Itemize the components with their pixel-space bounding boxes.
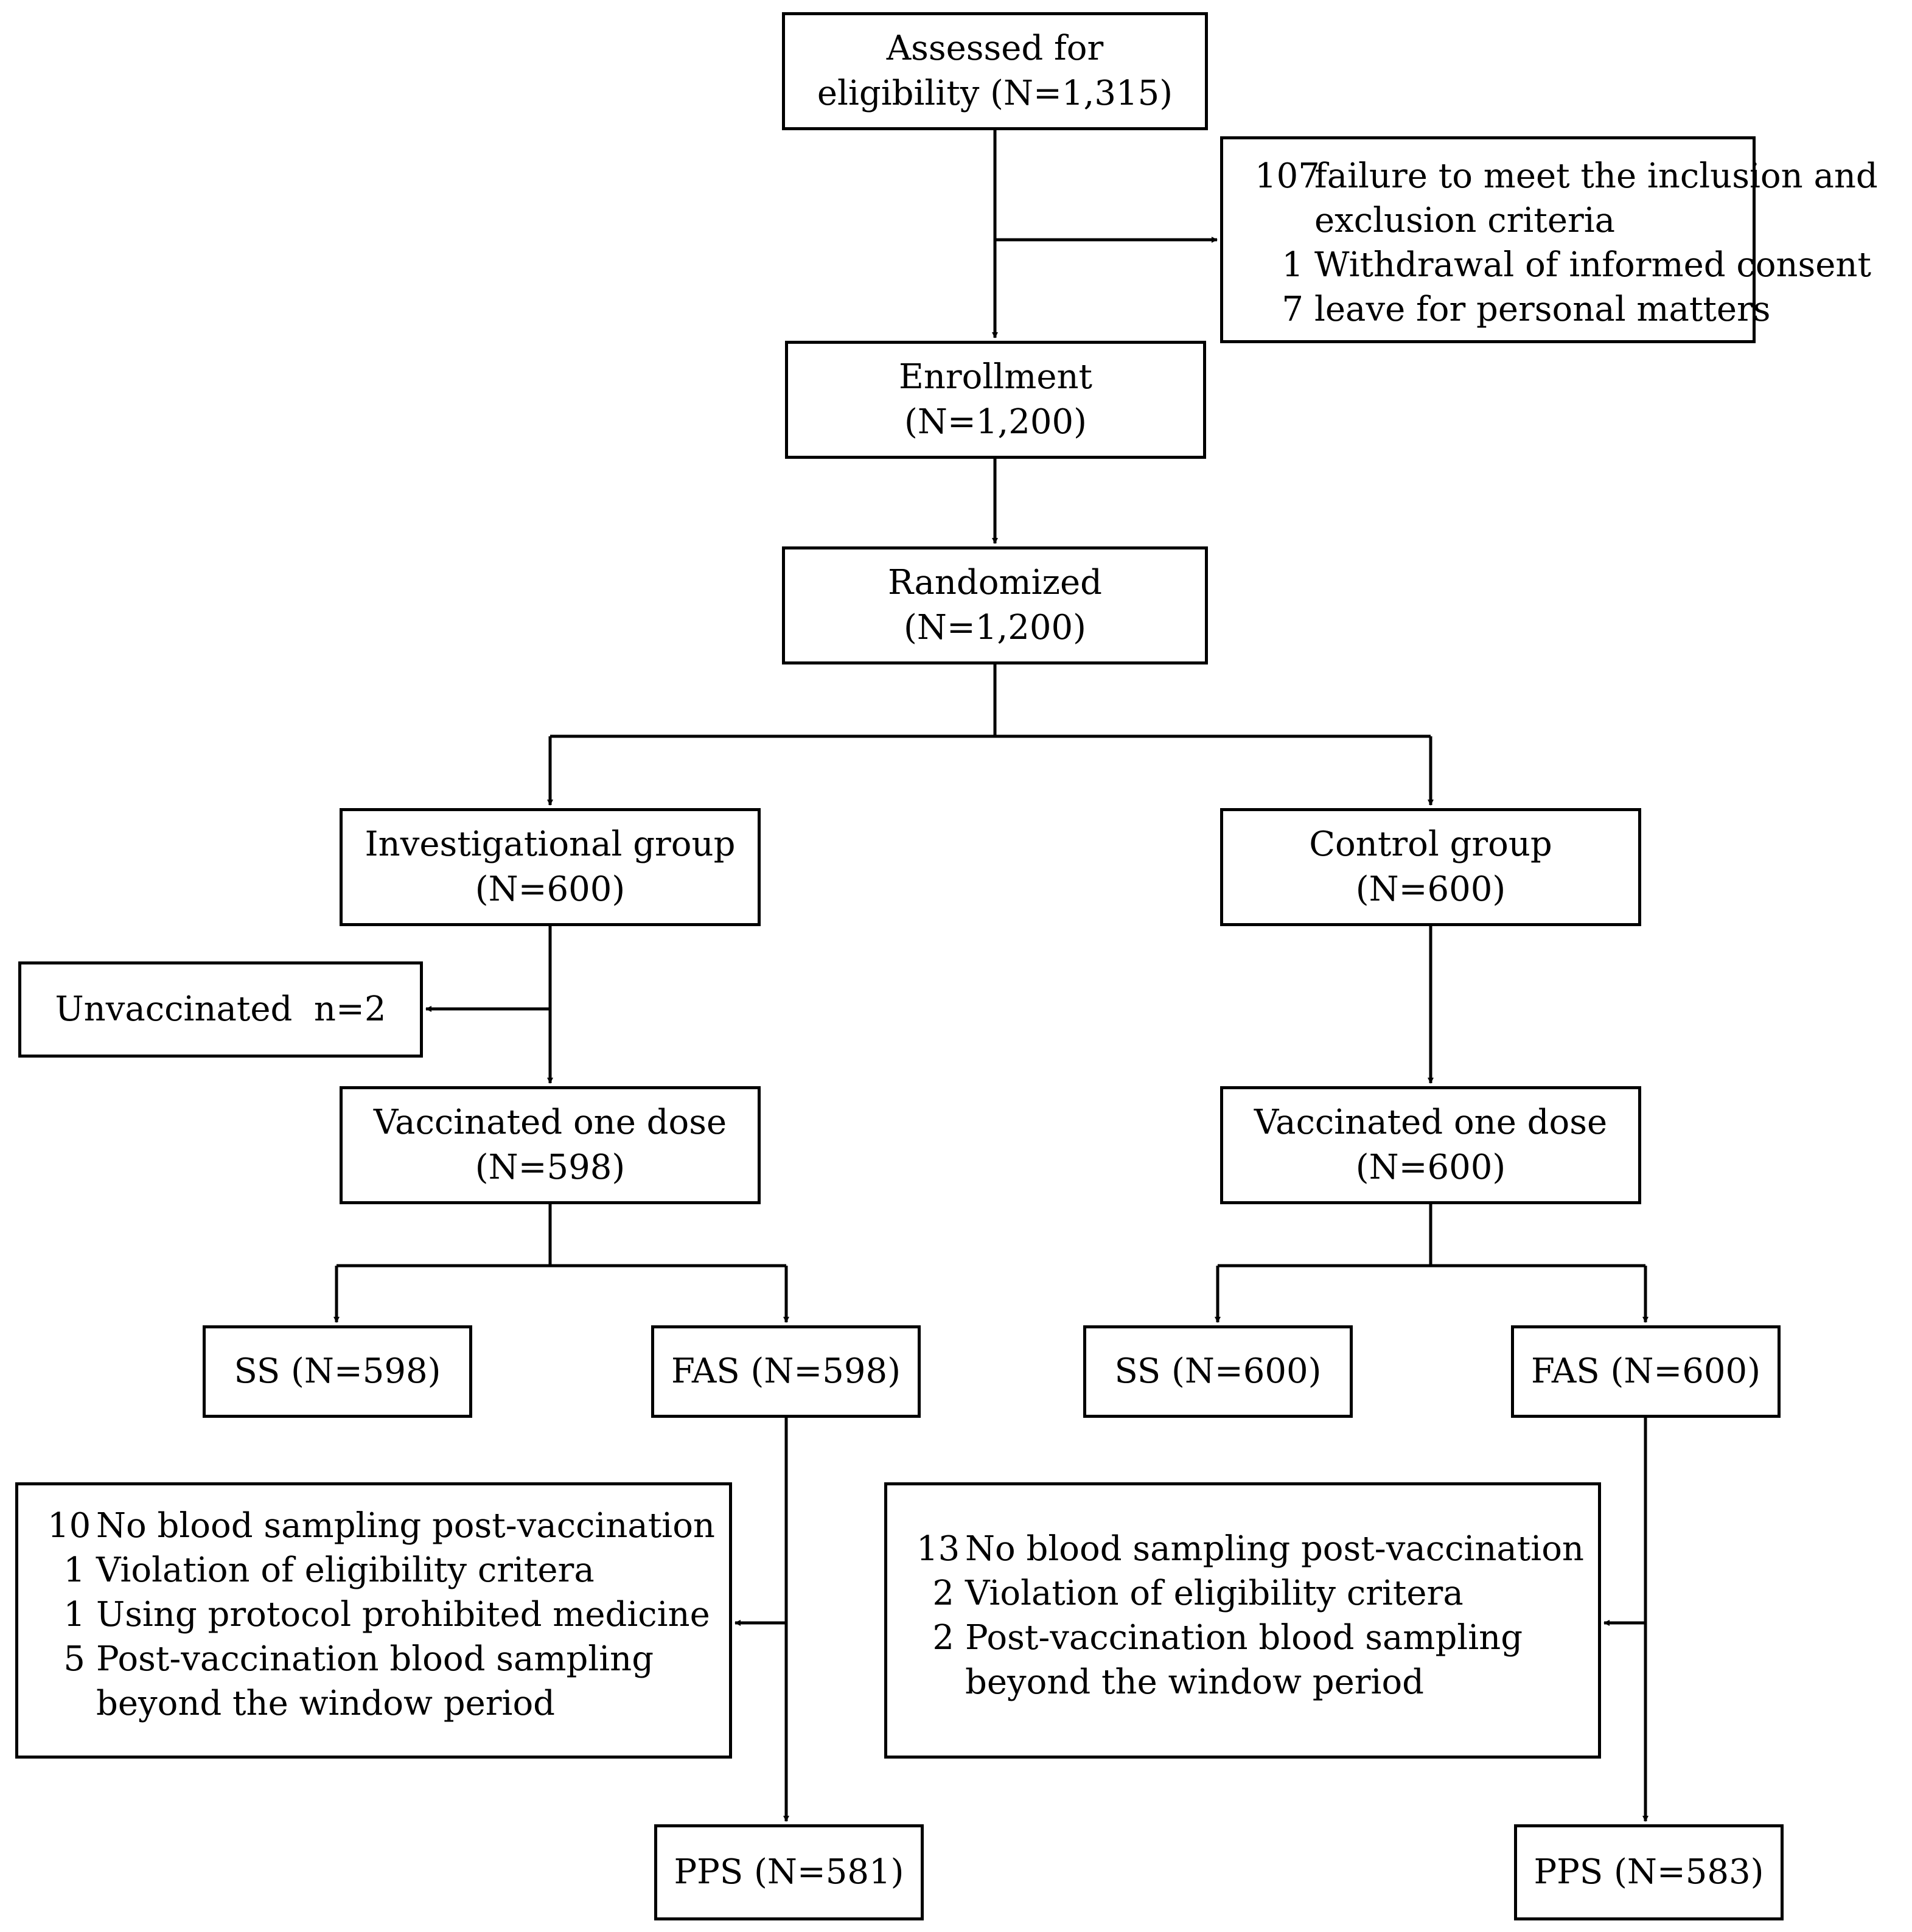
control-exclusion-box: 13 No blood sampling post-vaccination 2 … [884, 1482, 1601, 1759]
exclusion-reason: Post-vaccination blood sampling [96, 1639, 654, 1679]
randomized-line2: (N=1,200) [904, 608, 1086, 647]
screening-exclusion-row: 1 Withdrawal of informed consent [1255, 243, 1871, 287]
exclusion-count [1255, 198, 1303, 243]
exclusion-count: 7 [1282, 290, 1303, 329]
exclusion-count: 1 [63, 1595, 85, 1634]
inv-exclusion-row: 1 Violation of eligibility critera [47, 1548, 729, 1592]
inv-exclusion-row: beyond the window period [47, 1681, 729, 1726]
exclusion-reason: exclusion criteria [1314, 201, 1616, 240]
ctrl-exclusion-row: beyond the window period [916, 1660, 1598, 1704]
ctrl-exclusion-row: 13 No blood sampling post-vaccination [916, 1527, 1598, 1571]
exclusion-count: 5 [63, 1639, 85, 1679]
exclusion-reason: beyond the window period [965, 1662, 1425, 1702]
vaccinated-investigational-box: Vaccinated one dose (N=598) [340, 1086, 761, 1204]
exclusion-count: 2 [932, 1618, 954, 1658]
screening-exclusion-box: 107 failure to meet the inclusion and ex… [1220, 136, 1878, 343]
exclusion-reason: Post-vaccination blood sampling [965, 1618, 1523, 1658]
vacc-inv-line1: Vaccinated one dose [373, 1103, 727, 1142]
investigational-line2: (N=600) [475, 870, 626, 909]
inv-exclusion-row: 10 No blood sampling post-vaccination [47, 1504, 729, 1548]
exclusion-reason: No blood sampling post-vaccination [96, 1506, 715, 1546]
exclusion-reason: No blood sampling post-vaccination [965, 1529, 1584, 1569]
inv-exclusion-row: 5 Post-vaccination blood sampling [47, 1637, 729, 1681]
exclusion-count: 1 [63, 1550, 85, 1590]
exclusion-count [47, 1681, 85, 1726]
screening-exclusion-row: exclusion criteria [1255, 198, 1753, 243]
pps-inv-text: PPS (N=581) [674, 1852, 904, 1892]
exclusion-count: 1 [1282, 245, 1303, 285]
vaccinated-control-box: Vaccinated one dose (N=600) [1220, 1086, 1641, 1204]
ss-control-box: SS (N=600) [1083, 1325, 1353, 1418]
investigational-exclusion-box: 10 No blood sampling post-vaccination 1 … [15, 1482, 732, 1759]
exclusion-reason: Violation of eligibility critera [965, 1574, 1464, 1613]
exclusion-count: 2 [932, 1574, 954, 1613]
exclusion-reason: Using protocol prohibited medicine [96, 1595, 710, 1634]
ctrl-exclusion-row: 2 Post-vaccination blood sampling [916, 1616, 1598, 1660]
pps-ctrl-text: PPS (N=583) [1533, 1852, 1764, 1892]
screening-exclusion-row: 7 leave for personal matters [1255, 287, 1770, 332]
control-group-box: Control group (N=600) [1220, 808, 1641, 926]
ctrl-exclusion-row: 2 Violation of eligibility critera [916, 1571, 1598, 1616]
enrollment-line2: (N=1,200) [904, 402, 1087, 442]
pps-investigational-box: PPS (N=581) [654, 1824, 924, 1920]
fas-ctrl-text: FAS (N=600) [1530, 1351, 1761, 1391]
enrollment-box: Enrollment (N=1,200) [785, 341, 1206, 459]
control-line1: Control group [1309, 825, 1552, 864]
vacc-inv-line2: (N=598) [475, 1148, 626, 1187]
vacc-ctrl-line2: (N=600) [1355, 1148, 1506, 1187]
enrollment-line1: Enrollment [898, 357, 1093, 397]
inv-exclusion-row: 1 Using protocol prohibited medicine [47, 1592, 729, 1637]
fas-inv-text: FAS (N=598) [671, 1351, 901, 1391]
exclusion-count: 10 [47, 1506, 91, 1546]
investigational-line1: Investigational group [365, 825, 736, 864]
exclusion-reason: Violation of eligibility critera [96, 1550, 595, 1590]
pps-control-box: PPS (N=583) [1514, 1824, 1784, 1920]
investigational-group-box: Investigational group (N=600) [340, 808, 761, 926]
vacc-ctrl-line1: Vaccinated one dose [1254, 1103, 1608, 1142]
fas-investigational-box: FAS (N=598) [651, 1325, 921, 1418]
control-line2: (N=600) [1355, 870, 1506, 909]
unvaccinated-box: Unvaccinated n=2 [18, 961, 423, 1058]
exclusion-reason: failure to meet the inclusion and [1314, 156, 1878, 196]
ss-ctrl-text: SS (N=600) [1114, 1351, 1322, 1391]
exclusion-count: 107 [1255, 156, 1320, 196]
assessed-line2: eligibility (N=1,315) [817, 74, 1173, 113]
exclusion-count: 13 [916, 1529, 960, 1569]
assessed-line1: Assessed for [886, 29, 1104, 68]
assessed-box: Assessed for eligibility (N=1,315) [782, 12, 1208, 130]
exclusion-count [916, 1660, 954, 1704]
unvaccinated-text: Unvaccinated n=2 [55, 989, 386, 1029]
randomized-box: Randomized (N=1,200) [782, 546, 1208, 664]
ss-inv-text: SS (N=598) [234, 1351, 441, 1391]
exclusion-reason: leave for personal matters [1314, 290, 1771, 329]
randomized-line1: Randomized [888, 563, 1102, 602]
ss-investigational-box: SS (N=598) [203, 1325, 472, 1418]
fas-control-box: FAS (N=600) [1511, 1325, 1781, 1418]
exclusion-reason: beyond the window period [96, 1684, 556, 1723]
screening-exclusion-row: 107 failure to meet the inclusion and [1255, 154, 1878, 198]
exclusion-reason: Withdrawal of informed consent [1314, 245, 1872, 285]
